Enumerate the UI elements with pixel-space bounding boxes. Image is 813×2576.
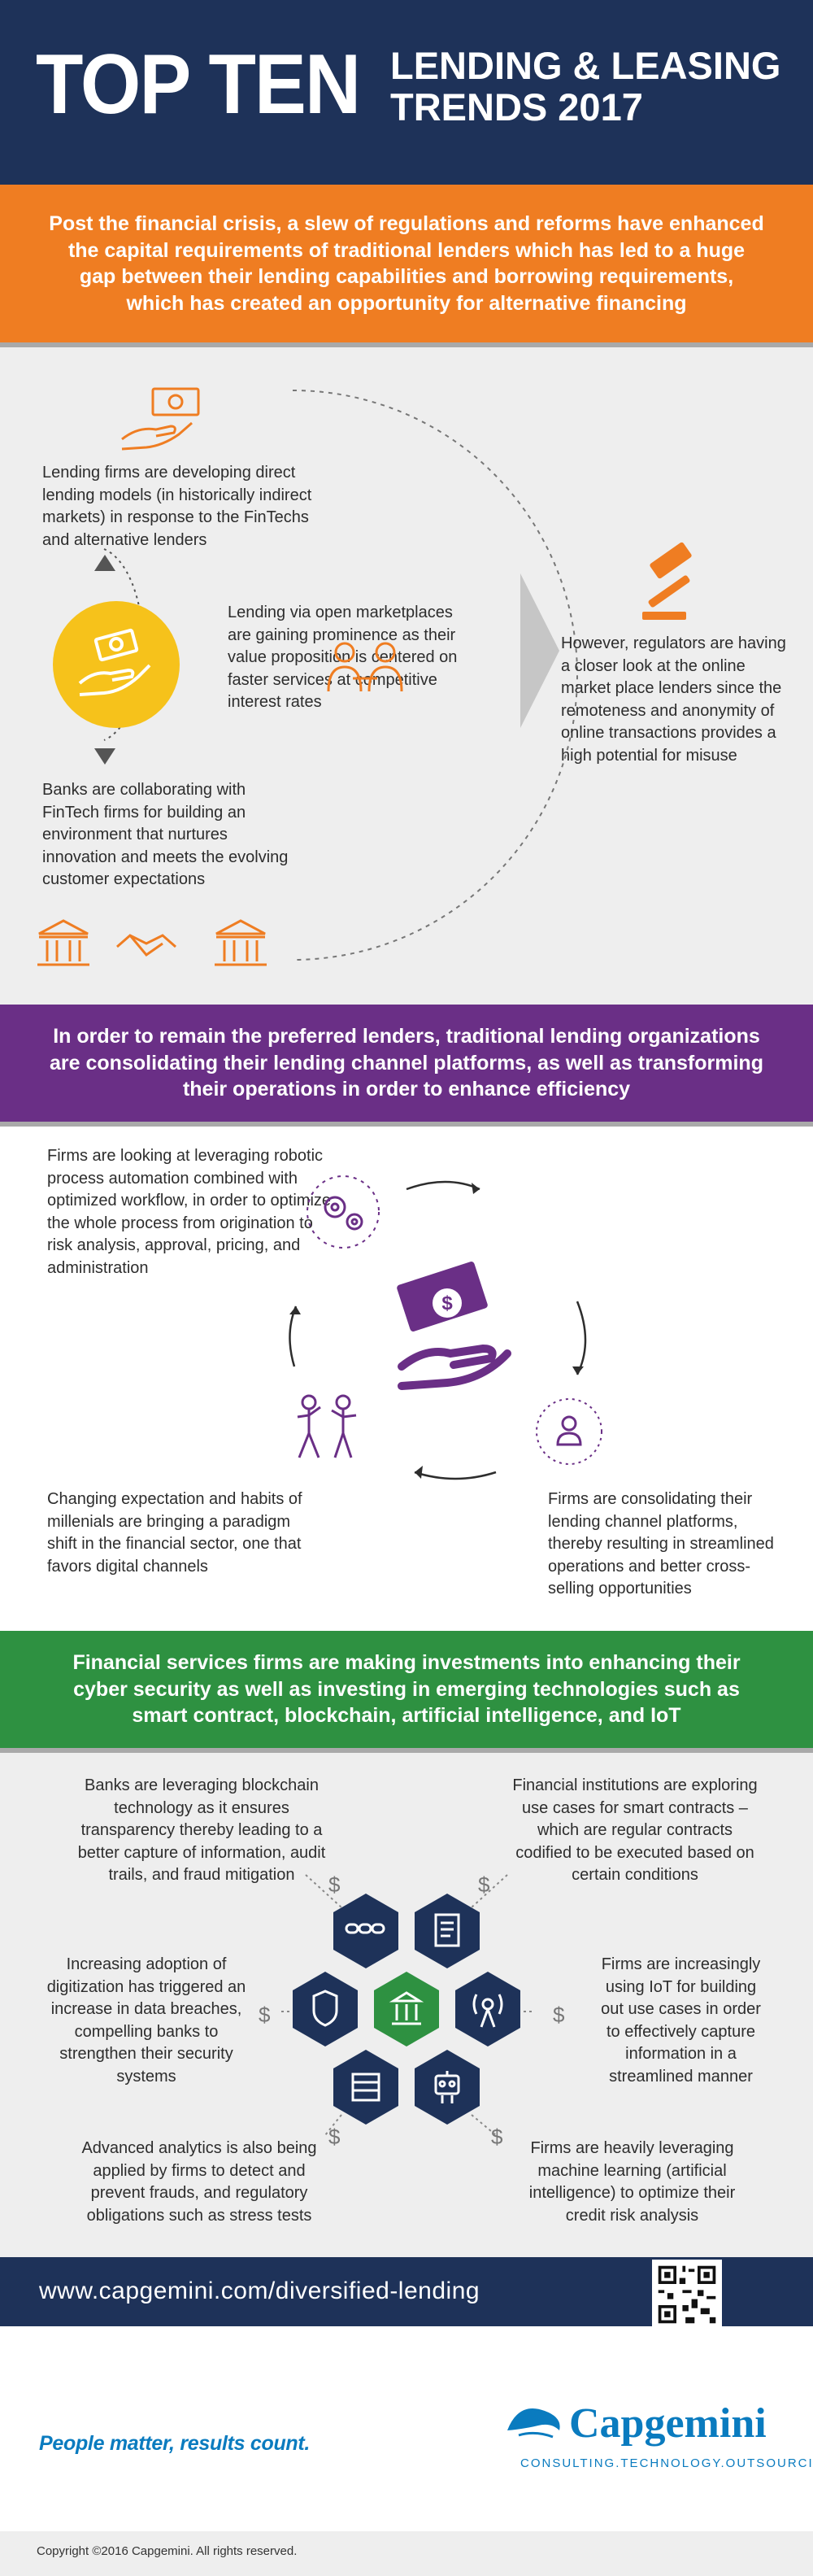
copyright-bar	[0, 2531, 813, 2576]
copyright-text: Copyright ©2016 Capgemini. All rights re…	[37, 2544, 298, 2558]
text-open-marketplaces: Lending via open marketplaces are gainin…	[228, 604, 458, 712]
chevron-right-icon	[520, 573, 559, 728]
operations-banner: In order to remain the preferred lenders…	[0, 1005, 813, 1127]
gears-icon	[307, 1175, 380, 1249]
text-advanced-analytics: Advanced analytics is also being applied…	[81, 2139, 317, 2225]
hexagon-cluster	[293, 1894, 520, 2125]
bank-handshake-icons	[37, 919, 267, 966]
text-blockchain: Banks are leveraging blockchain technolo…	[77, 1776, 326, 1885]
cyber-security-banner: Financial services firms are making inve…	[0, 1631, 813, 1753]
dollar-icon: $	[328, 1872, 341, 1897]
brand-tagline: CONSULTING.TECHNOLOGY.OUTSOURCING	[520, 2456, 813, 2470]
text-consolidating-platforms: Firms are consolidating their lending ch…	[548, 1490, 774, 1598]
people-icon	[327, 642, 403, 692]
website-link[interactable]: www.capgemini.com/diversified-lending	[39, 2277, 480, 2304]
arc-connector	[103, 390, 578, 961]
hand-dollar-icon	[121, 387, 200, 451]
header-subtitle: LENDING & LEASING TRENDS 2017	[390, 44, 781, 129]
text-bank-collaboration: Banks are collaborating with FinTech fir…	[42, 781, 289, 889]
dollar-icon: $	[478, 1872, 490, 1897]
slogan: People matter, results count.	[39, 2432, 311, 2455]
text-robotic-automation: Firms are looking at leveraging robotic …	[47, 1147, 332, 1277]
text-machine-learning: Firms are heavily leveraging machine lea…	[528, 2139, 736, 2225]
dollar-icon: $	[328, 2125, 341, 2149]
millennials-icon	[297, 1394, 357, 1458]
text-smart-contracts: Financial institutions are exploring use…	[512, 1776, 758, 1885]
text-data-breaches: Increasing adoption of digitization has …	[46, 1955, 246, 2086]
intro-banner: Post the financial crisis, a slew of reg…	[0, 185, 813, 347]
dollar-icon: $	[553, 2003, 565, 2027]
cycle-arrows	[289, 1180, 587, 1480]
text-millennials: Changing expectation and habits of mille…	[47, 1490, 302, 1576]
yellow-circle-hand-icon	[53, 601, 180, 728]
triangle-up-icon	[94, 555, 115, 571]
header-banner: TOP TEN LENDING & LEASING TRENDS 2017	[0, 0, 813, 185]
text-iot: Firms are increasingly using IoT for bui…	[601, 1955, 761, 2086]
gavel-icon	[642, 542, 692, 620]
text-direct-lending: Lending firms are developing direct lend…	[42, 464, 312, 549]
dollar-icon: $	[491, 2125, 503, 2149]
purple-hand-dollar-icon: $	[397, 1262, 511, 1390]
capgemini-logo-icon	[507, 2408, 560, 2439]
header-title: TOP TEN	[36, 37, 361, 132]
qr-code-icon	[652, 2260, 722, 2330]
dollar-icon: $	[259, 2003, 271, 2027]
triangle-down-icon	[94, 748, 115, 765]
brand-name: Capgemini	[569, 2400, 767, 2447]
svg-text:$: $	[441, 1292, 453, 1314]
platform-globe-icon	[536, 1398, 602, 1465]
section-operations	[0, 1127, 813, 1631]
text-regulators: However, regulators are having a closer …	[561, 634, 786, 765]
